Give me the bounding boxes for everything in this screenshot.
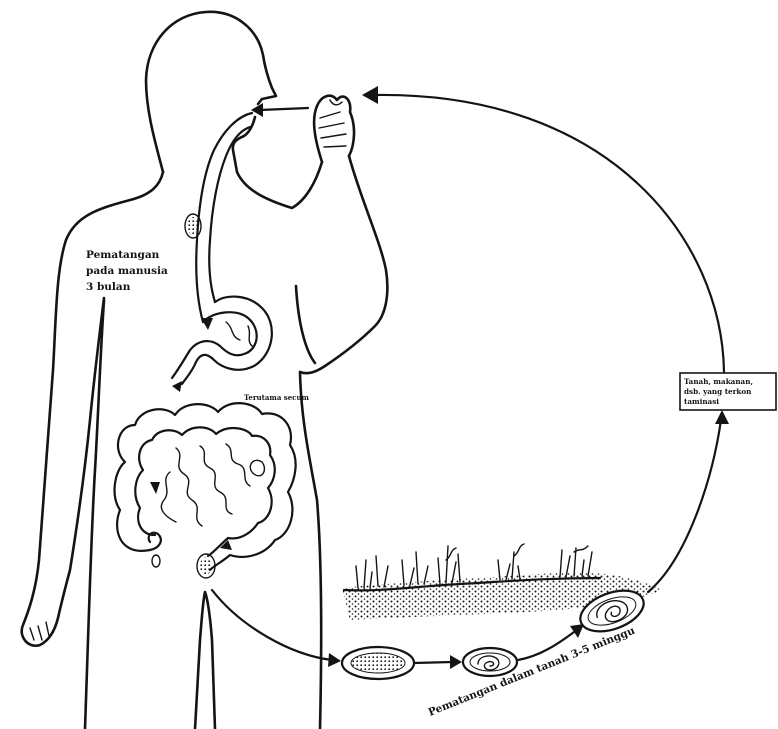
source-line-3: taminasi <box>684 397 719 406</box>
egg-unembryonated <box>342 647 414 679</box>
hand-fingers <box>319 100 346 147</box>
contaminated-source-box: Tanah, makanan, dsb. yang terkon taminas… <box>680 373 776 410</box>
colon-arrow-icon <box>150 482 160 494</box>
source-line-1: Tanah, makanan, <box>684 377 753 386</box>
hand-outline <box>314 96 354 162</box>
source-to-mouth-arrow <box>376 95 724 372</box>
chest-side-outline <box>296 286 315 363</box>
human-maturation-line-1: Pematangan <box>86 249 160 261</box>
stomach-inner <box>172 312 257 378</box>
human-maturation-label: Pematangan pada manusia 3 bulan <box>86 249 168 293</box>
stomach-folds <box>226 322 252 346</box>
chin-neck-outline <box>233 117 322 208</box>
roots <box>446 544 588 560</box>
esophagus-inner <box>209 127 250 302</box>
egg1-to-egg2-arrow <box>414 662 452 663</box>
appendix <box>152 555 160 567</box>
egg3-to-source-arrowhead-icon <box>715 410 729 424</box>
hand-to-mouth-arrow <box>260 108 308 110</box>
egg-developing <box>463 648 517 676</box>
left-arm-outline <box>22 172 163 646</box>
duodenum-arrow-icon <box>172 381 182 392</box>
human-maturation-line-3: 3 bulan <box>86 281 131 293</box>
right-body-outline <box>300 372 321 729</box>
hand-to-mouth-arrowhead-icon <box>251 103 263 117</box>
left-body-outline <box>85 300 104 729</box>
source-line-2: dsb. yang terkon <box>684 387 752 396</box>
inner-legs-outline <box>195 592 215 729</box>
small-intestine <box>161 444 250 526</box>
left-hand-fingers <box>30 622 49 640</box>
intestine-site-label: Terutama secum <box>244 393 310 402</box>
human-maturation-line-2: pada manusia <box>86 265 168 277</box>
human-figure <box>22 12 388 729</box>
egg1-to-egg2-arrowhead-icon <box>450 655 462 669</box>
stomach <box>182 297 272 384</box>
egg-in-rectum <box>197 554 215 578</box>
digestive-tract <box>115 113 296 578</box>
soil-maturation-label: Pematangan dalam tanah 3-5 minggu <box>427 624 637 718</box>
colon-curl <box>250 460 264 475</box>
head-outline <box>146 12 276 172</box>
esophagus-outer <box>196 113 252 322</box>
rectum-to-egg-arrow <box>212 590 332 660</box>
right-arm-outline <box>300 156 387 373</box>
rectum-to-egg-arrowhead-icon <box>328 653 341 667</box>
source-to-mouth-arrowhead-icon <box>362 86 378 104</box>
egg3-to-source-arrow <box>648 420 721 592</box>
